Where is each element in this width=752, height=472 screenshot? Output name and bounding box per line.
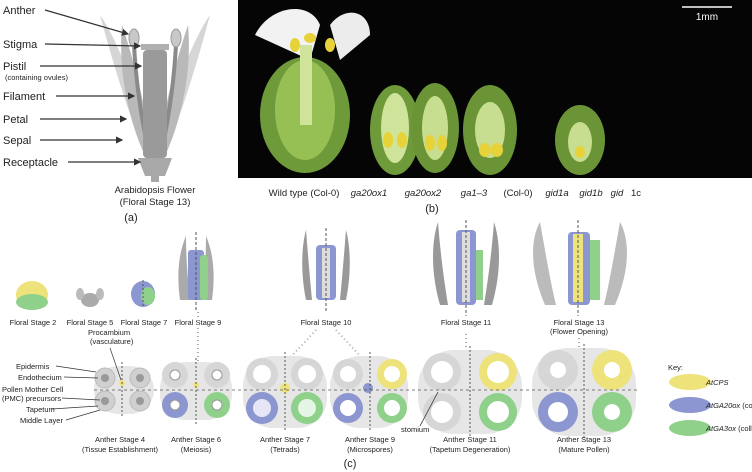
label-epidermis: Epidermis [16, 362, 50, 371]
floral-stage-9-label: Floral Stage 9 [175, 318, 222, 327]
photo-ga1-3-flower [463, 85, 517, 175]
label-gid1a: gid1a [545, 188, 568, 199]
key-label-atga20ox: AtGA20ox (collective) [705, 401, 752, 410]
key-label-atga3ox: AtGA3ox (collective) [705, 424, 752, 433]
label-anther: Anther [3, 5, 36, 17]
label-gid: gid [611, 188, 624, 199]
flower-diagram [100, 15, 210, 182]
anther-stage-13-label: Anther Stage 13 [557, 435, 611, 444]
photo-ga20ox1-flower [370, 85, 420, 175]
floral-stage-2-drawing [16, 281, 48, 310]
anther-stage-9-sub: (Microspores) [347, 445, 393, 454]
label-procambium: Procambium [88, 328, 130, 337]
floral-stage-10-drawing [302, 228, 350, 312]
flower-caption-2: (Floral Stage 13) [120, 197, 191, 208]
label-sepal: Sepal [3, 135, 31, 147]
floral-stage-7-label: Floral Stage 7 [121, 318, 168, 327]
anther-stage-11-section [418, 346, 522, 438]
label-filament: Filament [3, 91, 45, 103]
label-tapetum: Tapetum [26, 405, 55, 414]
label-wild-type: Wild type (Col-0) [269, 188, 340, 199]
label-petal: Petal [3, 114, 28, 126]
label-1c: 1c [631, 188, 641, 199]
label-gid1b: gid1b [579, 188, 602, 199]
floral-stage-13-drawing [533, 220, 627, 316]
label-stomium: stomium [401, 425, 429, 434]
anther-stage-7-label: Anther Stage 7 [260, 435, 310, 444]
panel-a: Anther Stigma Pistil (containing ovules)… [3, 5, 210, 224]
label-procambium-note: (vasculature) [90, 337, 134, 346]
label-pmc: Pollen Mother Cell [2, 385, 64, 394]
key-swatch-atga20ox [669, 397, 711, 413]
label-stigma: Stigma [3, 39, 38, 51]
panel-b: 1mm [238, 0, 752, 215]
panel-c: Floral Stage 2 Floral Stage 5 Floral Sta… [2, 220, 752, 470]
label-ga20ox2: ga20ox2 [405, 188, 442, 199]
floral-stage-5-label: Floral Stage 5 [67, 318, 114, 327]
label-middle-layer: Middle Layer [20, 416, 63, 425]
key: Key: AtCPS AtGA20ox (collective) AtGA3ox… [668, 363, 752, 436]
anther-stage-11-label: Anther Stage 11 [443, 435, 497, 444]
anther-stage-13-sub: (Mature Pollen) [558, 445, 610, 454]
floral-stage-5-drawing [76, 288, 104, 307]
key-swatch-atcps [669, 374, 711, 390]
anther-stage-13-section [532, 344, 636, 440]
label-ga1-3-col0: (Col-0) [503, 188, 532, 199]
photo-gid1-flower [555, 105, 605, 175]
floral-stage-10-label: Floral Stage 10 [301, 318, 352, 327]
floral-stage-9-drawing [178, 232, 214, 312]
key-title: Key: [668, 363, 683, 372]
anther-stage-4-label: Anther Stage 4 [95, 435, 145, 444]
floral-stage-11-label: Floral Stage 11 [441, 318, 491, 327]
label-pmc-note: (PMC) precursors [2, 394, 61, 403]
anther-stage-4-sub: (Tissue Establishment) [82, 445, 158, 454]
label-endothecium: Endothecium [18, 373, 62, 382]
key-swatch-atga3ox [669, 420, 711, 436]
scale-bar-label: 1mm [696, 12, 718, 23]
label-pistil: Pistil [3, 61, 26, 73]
label-receptacle: Receptacle [3, 157, 58, 169]
panel-label-b: (b) [425, 203, 438, 215]
panel-label-a: (a) [124, 212, 137, 224]
panel-label-c: (c) [344, 458, 357, 470]
floral-stage-11-drawing [433, 220, 499, 316]
anther-stage-6-section [160, 358, 232, 424]
anther-stage-6-label: Anther Stage 6 [171, 435, 221, 444]
floral-stage-13-sublabel: (Flower Opening) [550, 327, 608, 336]
anther-stage-11-sub: (Tapetum Degeneration) [430, 445, 511, 454]
photo-ga20ox2-flower [411, 83, 459, 173]
anther-stage-9-section [330, 352, 408, 432]
floral-stage-2-label: Floral Stage 2 [10, 318, 57, 327]
photo-wild-type-flower [255, 8, 370, 173]
label-pistil-note: (containing ovules) [5, 73, 68, 82]
floral-stage-13-label: Floral Stage 13 [554, 318, 605, 327]
floral-stage-7-drawing [131, 280, 155, 308]
anther-stage-6-sub: (Meiosis) [181, 445, 212, 454]
key-label-atcps: AtCPS [705, 378, 729, 387]
anther-stage-9-label: Anther Stage 9 [345, 435, 395, 444]
flower-caption-1: Arabidopsis Flower [115, 185, 196, 196]
label-ga20ox1: ga20ox1 [351, 188, 387, 199]
label-ga1-3: ga1–3 [461, 188, 488, 199]
anther-stage-7-sub: (Tetrads) [270, 445, 300, 454]
anther-stage-7-section [243, 352, 327, 432]
